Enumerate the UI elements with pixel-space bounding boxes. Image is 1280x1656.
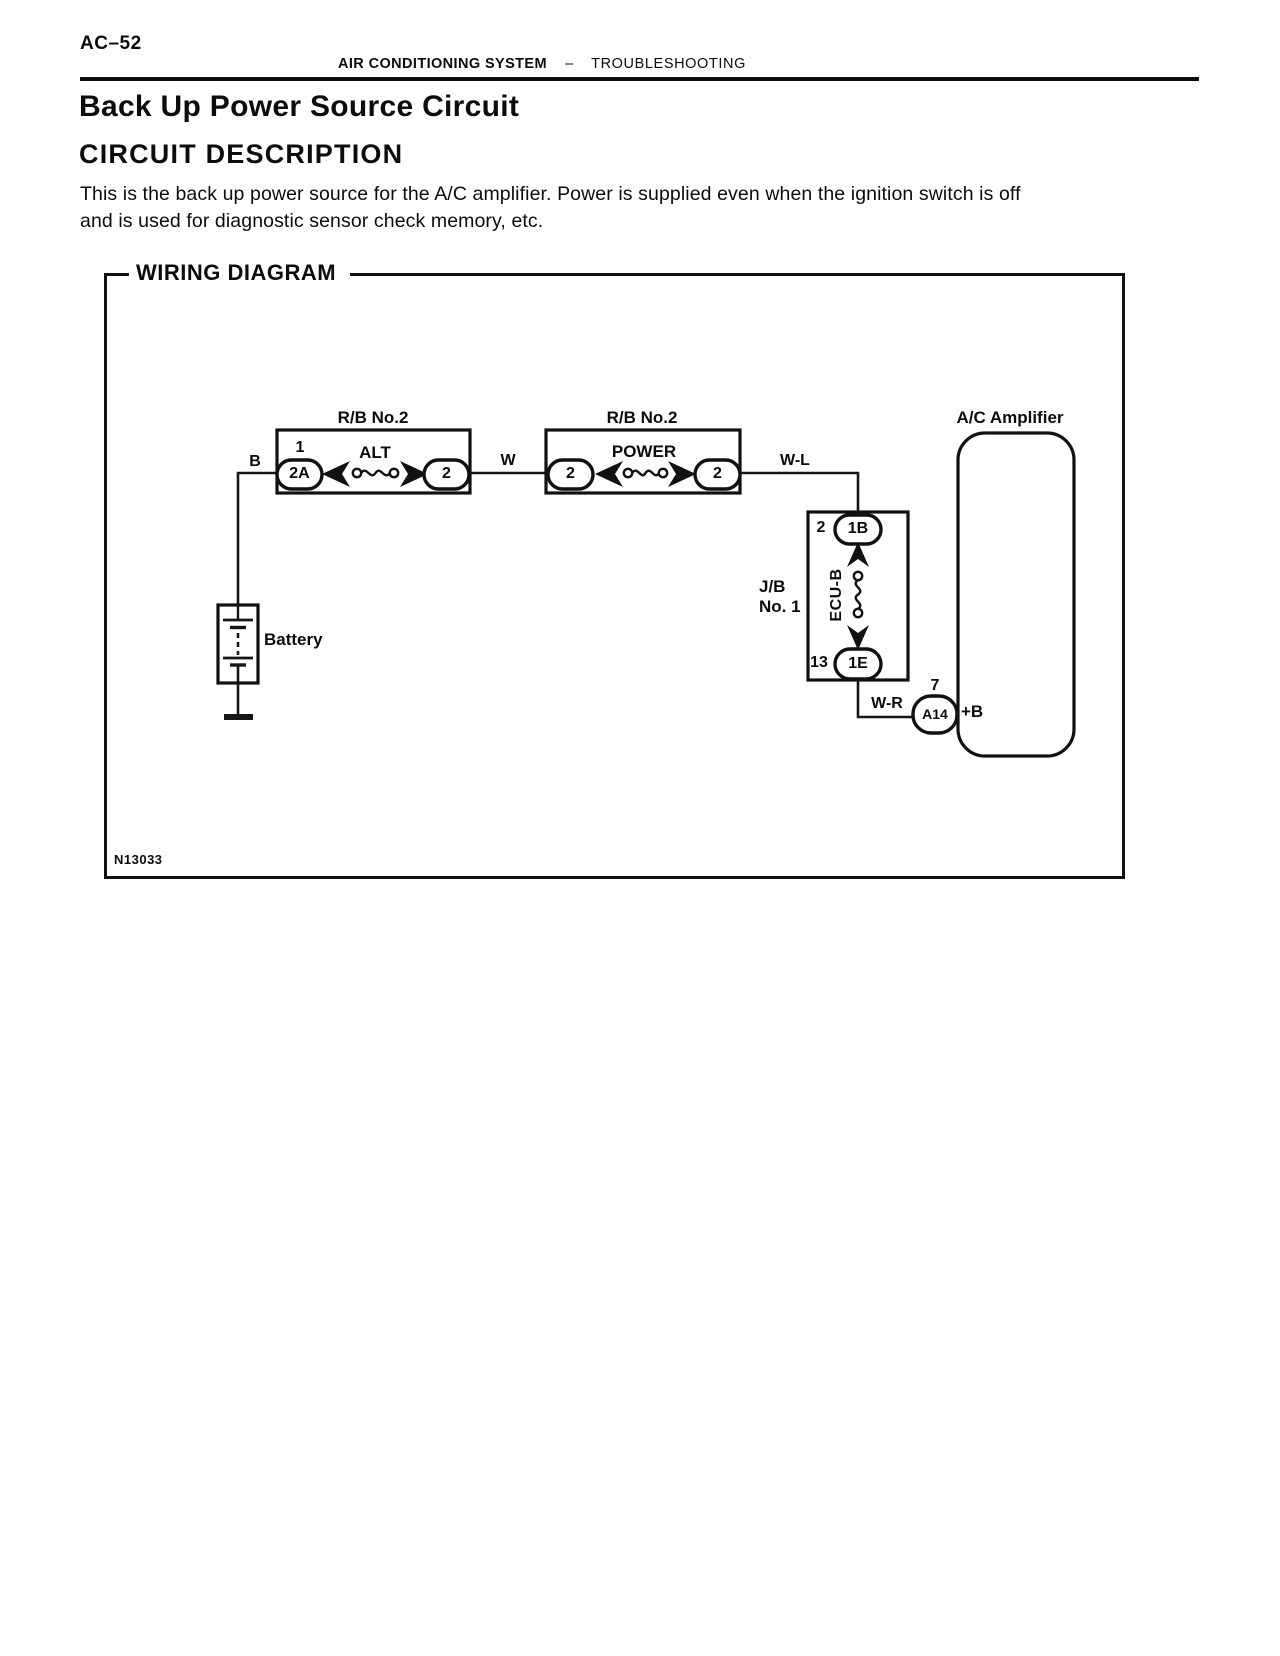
running-header: AIR CONDITIONING SYSTEM – TROUBLESHOOTIN… (338, 56, 746, 72)
relay-block-1-box (275, 428, 472, 495)
arrow-power-right (668, 461, 696, 487)
relay-block-2-label: R/B No.2 (606, 408, 678, 427)
connector-1e-oval (833, 647, 883, 681)
junction-block-label: J/B No. 1 (759, 577, 801, 616)
circuit-description-heading: CIRCUIT DESCRIPTION (79, 139, 404, 169)
plus-b-terminal-label: +B (961, 702, 984, 721)
circuit-description-text: This is the back up power source for the… (80, 181, 1160, 235)
fuse-power-symbol (622, 467, 669, 479)
wire-w-label: W (500, 452, 516, 469)
battery-label: Battery (264, 630, 323, 649)
wire-wl (739, 471, 860, 513)
connector-1b-oval (833, 513, 883, 546)
page-title: Back Up Power Source Circuit (79, 90, 520, 123)
wiring-diagram-title: WIRING DIAGRAM (129, 260, 351, 286)
connector-ovals (275, 458, 959, 735)
description-line-2: and is used for diagnostic sensor check … (80, 210, 544, 232)
wire-wr-label: W-R (871, 695, 903, 712)
wire-b (236, 471, 276, 605)
connector-1e-text: 1E (848, 655, 868, 672)
wire-b-label: B (249, 453, 261, 470)
pin-13-label: 13 (810, 654, 828, 671)
wiring-diagram-graphic (216, 428, 1076, 758)
connector-rb1-2-text: 2 (442, 465, 451, 482)
pin-2-label: 2 (816, 519, 826, 536)
battery-symbol (223, 605, 253, 667)
arrow-ecub-up (847, 542, 869, 567)
figure-id: N13033 (114, 852, 163, 867)
connector-2a-oval (275, 458, 324, 491)
connector-a14-oval (911, 694, 959, 735)
arrow-ecub-down (847, 625, 869, 650)
ground-symbol (224, 714, 253, 720)
ac-amplifier-label: A/C Amplifier (956, 408, 1064, 427)
fuse-power-label: POWER (611, 442, 677, 461)
current-arrows (322, 461, 869, 650)
wire-wr (856, 679, 915, 719)
ac-amplifier-box (956, 431, 1076, 758)
arrow-alt-right (400, 461, 428, 487)
arrow-alt-left (322, 461, 350, 487)
header-system: AIR CONDITIONING SYSTEM (338, 56, 547, 72)
header-section: TROUBLESHOOTING (591, 56, 746, 72)
connector-rb1-2-oval (422, 458, 471, 491)
connector-a14-text: A14 (922, 706, 948, 722)
wiring-diagram-frame: WIRING DIAGRAM (104, 260, 1125, 879)
pin-7-label: 7 (930, 677, 940, 694)
connector-rb2-left-text: 2 (566, 465, 575, 482)
fuse-ecub-symbol (852, 570, 864, 619)
description-line-1: This is the back up power source for the… (80, 183, 1021, 205)
arrow-power-left (595, 461, 623, 487)
header-rule (80, 77, 1199, 81)
relay-block-1-label: R/B No.2 (337, 408, 409, 427)
pin-1-label: 1 (295, 439, 305, 456)
connector-1b-text: 1B (847, 520, 869, 537)
connector-rb2-right-text: 2 (713, 465, 722, 482)
fuse-alt-symbol (351, 467, 400, 479)
connector-rb2-left-oval (546, 458, 595, 491)
fuse-alt-label: ALT (359, 443, 391, 462)
page-number: AC–52 (80, 33, 142, 54)
connector-2a-text: 2A (289, 465, 310, 482)
connector-rb2-right-oval (693, 458, 742, 491)
wire-wl-label: W-L (780, 452, 810, 469)
relay-block-2-box (544, 428, 742, 495)
wires (236, 471, 915, 719)
fuse-ecub-label: ECU-B (828, 568, 845, 622)
header-separator: – (565, 56, 574, 72)
